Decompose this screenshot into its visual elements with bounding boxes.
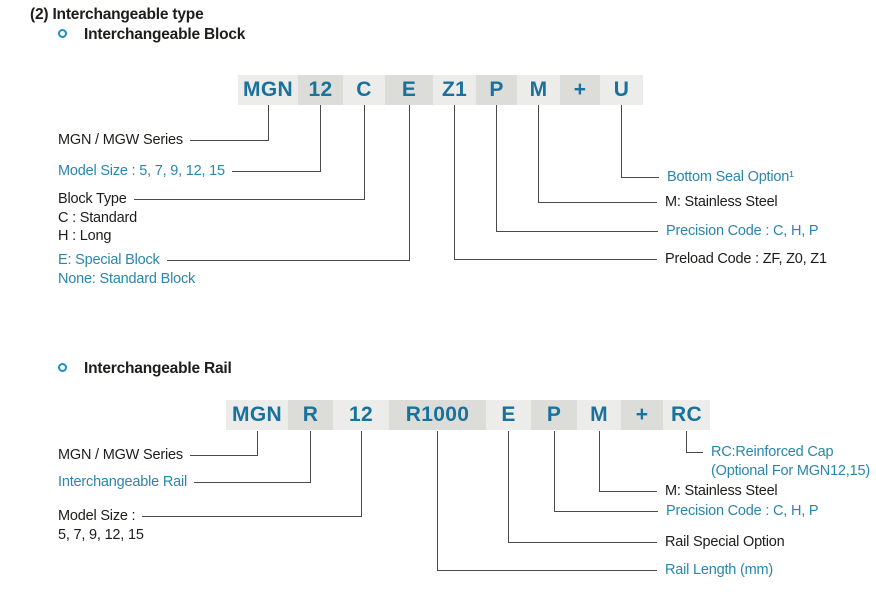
- code-segment-stainless: M: [577, 400, 621, 430]
- leader-line: [231, 170, 321, 172]
- callout-precision: Precision Code : C, H, P: [554, 502, 819, 521]
- code-segment-stainless: M: [517, 75, 560, 105]
- code-segment-precision: P: [476, 75, 517, 105]
- callout-bottom-seal: Bottom Seal Option¹: [621, 168, 794, 187]
- connector-line: [538, 105, 539, 202]
- code-segment-bottom-seal: U: [600, 75, 643, 105]
- callout-model-size-label: Model Size : 5, 7, 9, 12, 15: [58, 163, 225, 180]
- connector-line: [437, 431, 438, 570]
- callout-model-size-label: Model Size :: [58, 508, 136, 525]
- section-heading-block: Interchangeable Block: [84, 26, 246, 43]
- callout-series: MGN / MGW Series: [58, 446, 258, 465]
- leader-line: [496, 230, 658, 232]
- leader-line: [454, 258, 657, 260]
- code-segment-rail: R: [288, 400, 333, 430]
- callout-model-size: Model Size : 5, 7, 9, 12, 15: [58, 507, 362, 544]
- callout-standard-block-label: None: Standard Block: [58, 270, 196, 287]
- code-segment-precision: P: [531, 400, 577, 430]
- callout-precision-label: Precision Code : C, H, P: [666, 503, 819, 520]
- connector-line: [310, 431, 311, 482]
- code-segment-block-type: C: [343, 75, 385, 105]
- callout-model-size-values: 5, 7, 9, 12, 15: [58, 526, 144, 543]
- callout-reinforced-cap-label: RC:Reinforced Cap: [711, 444, 834, 461]
- connector-line: [599, 431, 600, 491]
- leader-line: [437, 569, 657, 571]
- connector-line: [320, 105, 321, 171]
- callout-reinforced-cap: RC:Reinforced Cap (Optional For MGN12,15…: [686, 443, 870, 480]
- callout-block-type-option-h: H : Long: [58, 228, 112, 245]
- connector-line: [496, 105, 497, 231]
- callout-preload: Preload Code : ZF, Z0, Z1: [454, 250, 827, 269]
- leader-line: [189, 139, 269, 141]
- callout-special-block-label: E: Special Block: [58, 252, 160, 269]
- code-segment-mgn: MGN: [238, 75, 298, 105]
- code-segment-size: 12: [298, 75, 343, 105]
- connector-line: [257, 431, 258, 455]
- leader-line: [686, 451, 703, 453]
- callout-model-size: Model Size : 5, 7, 9, 12, 15: [58, 162, 321, 181]
- leader-line: [554, 510, 658, 512]
- callout-stainless-label: M: Stainless Steel: [665, 194, 778, 211]
- callout-interchangeable-rail: Interchangeable Rail: [58, 473, 311, 492]
- leader-line: [189, 454, 258, 456]
- code-segment-size: 12: [333, 400, 389, 430]
- callout-rail-special: Rail Special Option: [508, 533, 785, 552]
- callout-reinforced-cap-note: (Optional For MGN12,15): [711, 462, 870, 479]
- bullet-icon: [58, 29, 67, 38]
- connector-line: [686, 431, 687, 452]
- callout-stainless-label: M: Stainless Steel: [665, 483, 778, 500]
- callout-block-type-label: Block Type: [58, 191, 127, 208]
- code-segment-rail-special: E: [486, 400, 531, 430]
- connector-line: [454, 105, 455, 259]
- connector-line: [554, 431, 555, 511]
- connector-line: [621, 105, 622, 177]
- callout-series: MGN / MGW Series: [58, 131, 269, 150]
- callout-stainless: M: Stainless Steel: [538, 193, 778, 212]
- code-segment-special-block: E: [385, 75, 433, 105]
- connector-line: [364, 105, 365, 199]
- callout-rail-length-label: Rail Length (mm): [665, 562, 773, 579]
- callout-block-type: Block Type C : Standard H : Long: [58, 190, 365, 246]
- callout-bottom-seal-label: Bottom Seal Option¹: [667, 169, 794, 186]
- code-segment-reinforced-cap: RC: [663, 400, 710, 430]
- callout-rail-special-label: Rail Special Option: [665, 534, 785, 551]
- leader-line: [621, 176, 659, 178]
- callout-stainless: M: Stainless Steel: [599, 482, 778, 501]
- callout-precision-label: Precision Code : C, H, P: [666, 223, 819, 240]
- connector-line: [361, 431, 362, 516]
- callout-interchangeable-rail-label: Interchangeable Rail: [58, 474, 188, 491]
- leader-line: [508, 541, 657, 543]
- callout-series-label: MGN / MGW Series: [58, 132, 183, 149]
- leader-line: [599, 490, 657, 492]
- code-segment-preload: Z1: [433, 75, 476, 105]
- connector-line: [409, 105, 410, 260]
- bullet-icon: [58, 363, 67, 372]
- connector-line: [508, 431, 509, 542]
- section-heading-rail: Interchangeable Rail: [84, 360, 232, 377]
- leader-line: [538, 201, 657, 203]
- leader-line: [194, 481, 311, 483]
- callout-preload-label: Preload Code : ZF, Z0, Z1: [665, 251, 827, 268]
- leader-line: [133, 198, 365, 200]
- callout-rail-length: Rail Length (mm): [437, 561, 773, 580]
- callout-series-label: MGN / MGW Series: [58, 447, 183, 464]
- connector-line: [268, 105, 269, 140]
- code-segment-rail-length: R1000: [389, 400, 486, 430]
- leader-line: [142, 515, 362, 517]
- code-segment-mgn: MGN: [226, 400, 288, 430]
- page-title: (2) Interchangeable type: [30, 6, 204, 23]
- code-segment-plus: +: [560, 75, 600, 105]
- callout-precision: Precision Code : C, H, P: [496, 222, 819, 241]
- leader-line: [166, 259, 410, 261]
- code-segment-plus: +: [621, 400, 663, 430]
- callout-special-block: E: Special Block None: Standard Block: [58, 251, 410, 288]
- callout-block-type-option-c: C : Standard: [58, 209, 138, 226]
